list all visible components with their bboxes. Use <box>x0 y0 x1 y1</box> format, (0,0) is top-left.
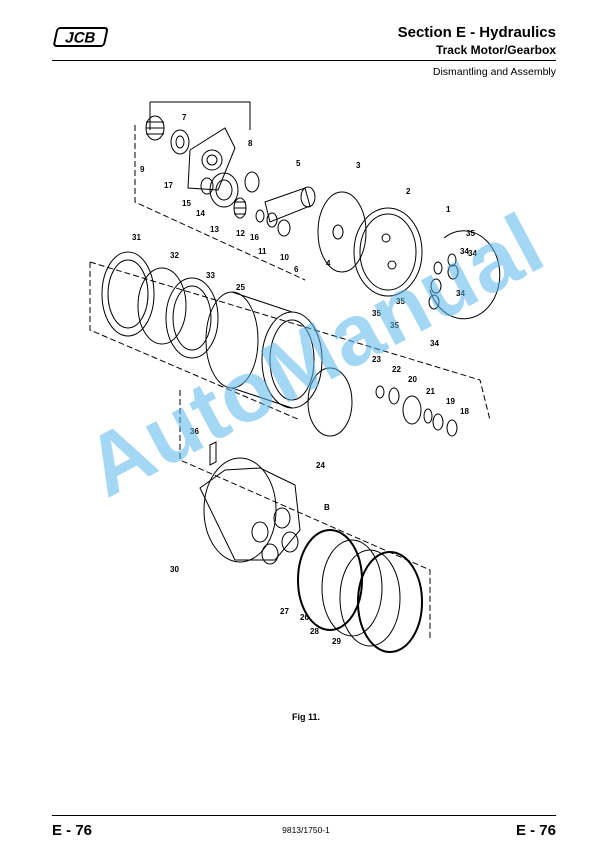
callout: 21 <box>426 387 435 396</box>
callout: 7 <box>182 113 187 122</box>
callout: 33 <box>206 271 215 280</box>
callout: 32 <box>170 251 179 260</box>
callout: 9 <box>140 165 145 174</box>
callout: 10 <box>280 253 289 262</box>
callout: 20 <box>408 375 417 384</box>
callout: 29 <box>332 637 341 646</box>
callout: 19 <box>446 397 455 406</box>
callout: 23 <box>372 355 381 364</box>
callout: 31 <box>132 233 141 242</box>
header-divider <box>52 60 556 61</box>
callout: 26 <box>300 613 309 622</box>
callout: 6 <box>294 265 299 274</box>
callout: 28 <box>310 627 319 636</box>
topic-heading: Dismantling and Assembly <box>432 66 556 78</box>
page-number-left: E - 76 <box>52 822 93 839</box>
callout: 22 <box>392 365 401 374</box>
callout: 14 <box>196 209 205 218</box>
exploded-parts-diagram: 1 2 3 4 5 6 7 8 9 10 11 12 13 14 15 16 1… <box>89 101 501 653</box>
callout: 27 <box>280 607 289 616</box>
callout: 35 <box>466 229 475 238</box>
callout: 36 <box>190 427 199 436</box>
callout: 34 <box>460 247 469 256</box>
callout: 15 <box>182 199 191 208</box>
callout: 34 <box>456 289 465 298</box>
callout: 34 <box>468 249 477 258</box>
callout: 2 <box>406 187 411 196</box>
callout: 17 <box>164 181 173 190</box>
callout: 30 <box>170 565 179 574</box>
callout: 1 <box>446 205 451 214</box>
callout: B <box>324 503 330 512</box>
callout: 3 <box>356 161 361 170</box>
page-number-right: E - 76 <box>515 822 556 839</box>
svg-text:JCB: JCB <box>64 30 98 47</box>
callout: 5 <box>296 159 301 168</box>
callout: 16 <box>250 233 259 242</box>
callout: 35 <box>396 297 405 306</box>
callout: 12 <box>236 229 245 238</box>
callout: 34 <box>430 339 439 348</box>
callout: 8 <box>248 139 253 148</box>
document-code: 9813/1750-1 <box>282 825 330 835</box>
callout: 11 <box>258 247 267 256</box>
callout: 35 <box>390 321 399 330</box>
callout: 35 <box>372 309 381 318</box>
jcb-logo: JCB <box>53 27 109 47</box>
callout: 4 <box>326 259 331 268</box>
footer-divider <box>52 815 556 816</box>
callout: 24 <box>316 461 325 470</box>
callout: 18 <box>460 407 469 416</box>
section-title: Section E - Hydraulics <box>397 24 556 41</box>
callout: 25 <box>236 283 245 292</box>
figure-caption: Fig 11. <box>291 712 320 722</box>
subsection-title: Track Motor/Gearbox <box>435 43 556 57</box>
callout: 13 <box>210 225 219 234</box>
